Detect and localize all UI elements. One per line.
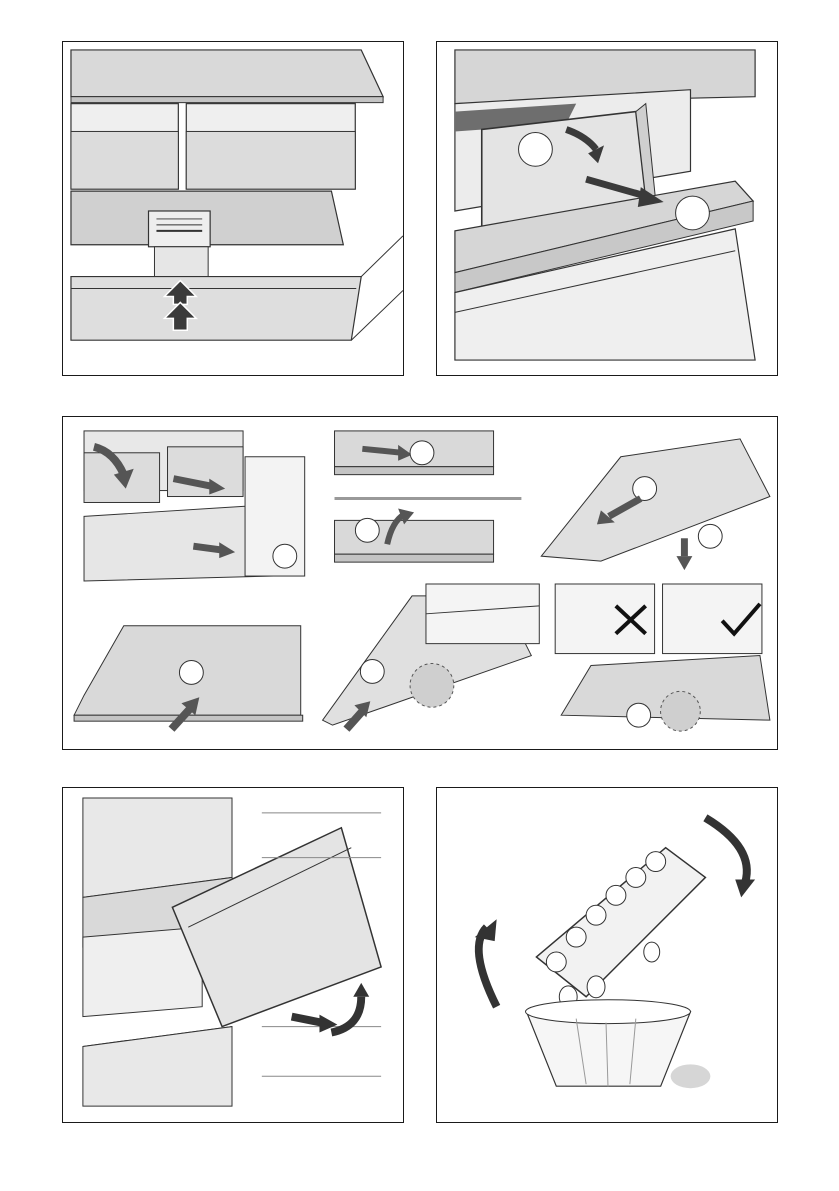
figure-shelf-push-up	[62, 41, 404, 376]
remove-crisper-drawer-illustration	[63, 788, 403, 1122]
figure-pull-out-drawer	[436, 41, 778, 376]
pull-out-drawer-illustration	[437, 42, 777, 375]
step-circle-2	[676, 196, 710, 230]
shelf-clip	[149, 211, 211, 247]
shelf-push-up-illustration	[63, 42, 403, 375]
step-circle-1	[519, 132, 553, 166]
glass-shelf-steps-illustration	[63, 417, 777, 749]
egg-tray-illustration	[437, 788, 777, 1122]
figure-glass-shelf-steps	[62, 416, 778, 750]
figure-egg-tray	[436, 787, 778, 1123]
figure-remove-crisper-drawer	[62, 787, 404, 1123]
